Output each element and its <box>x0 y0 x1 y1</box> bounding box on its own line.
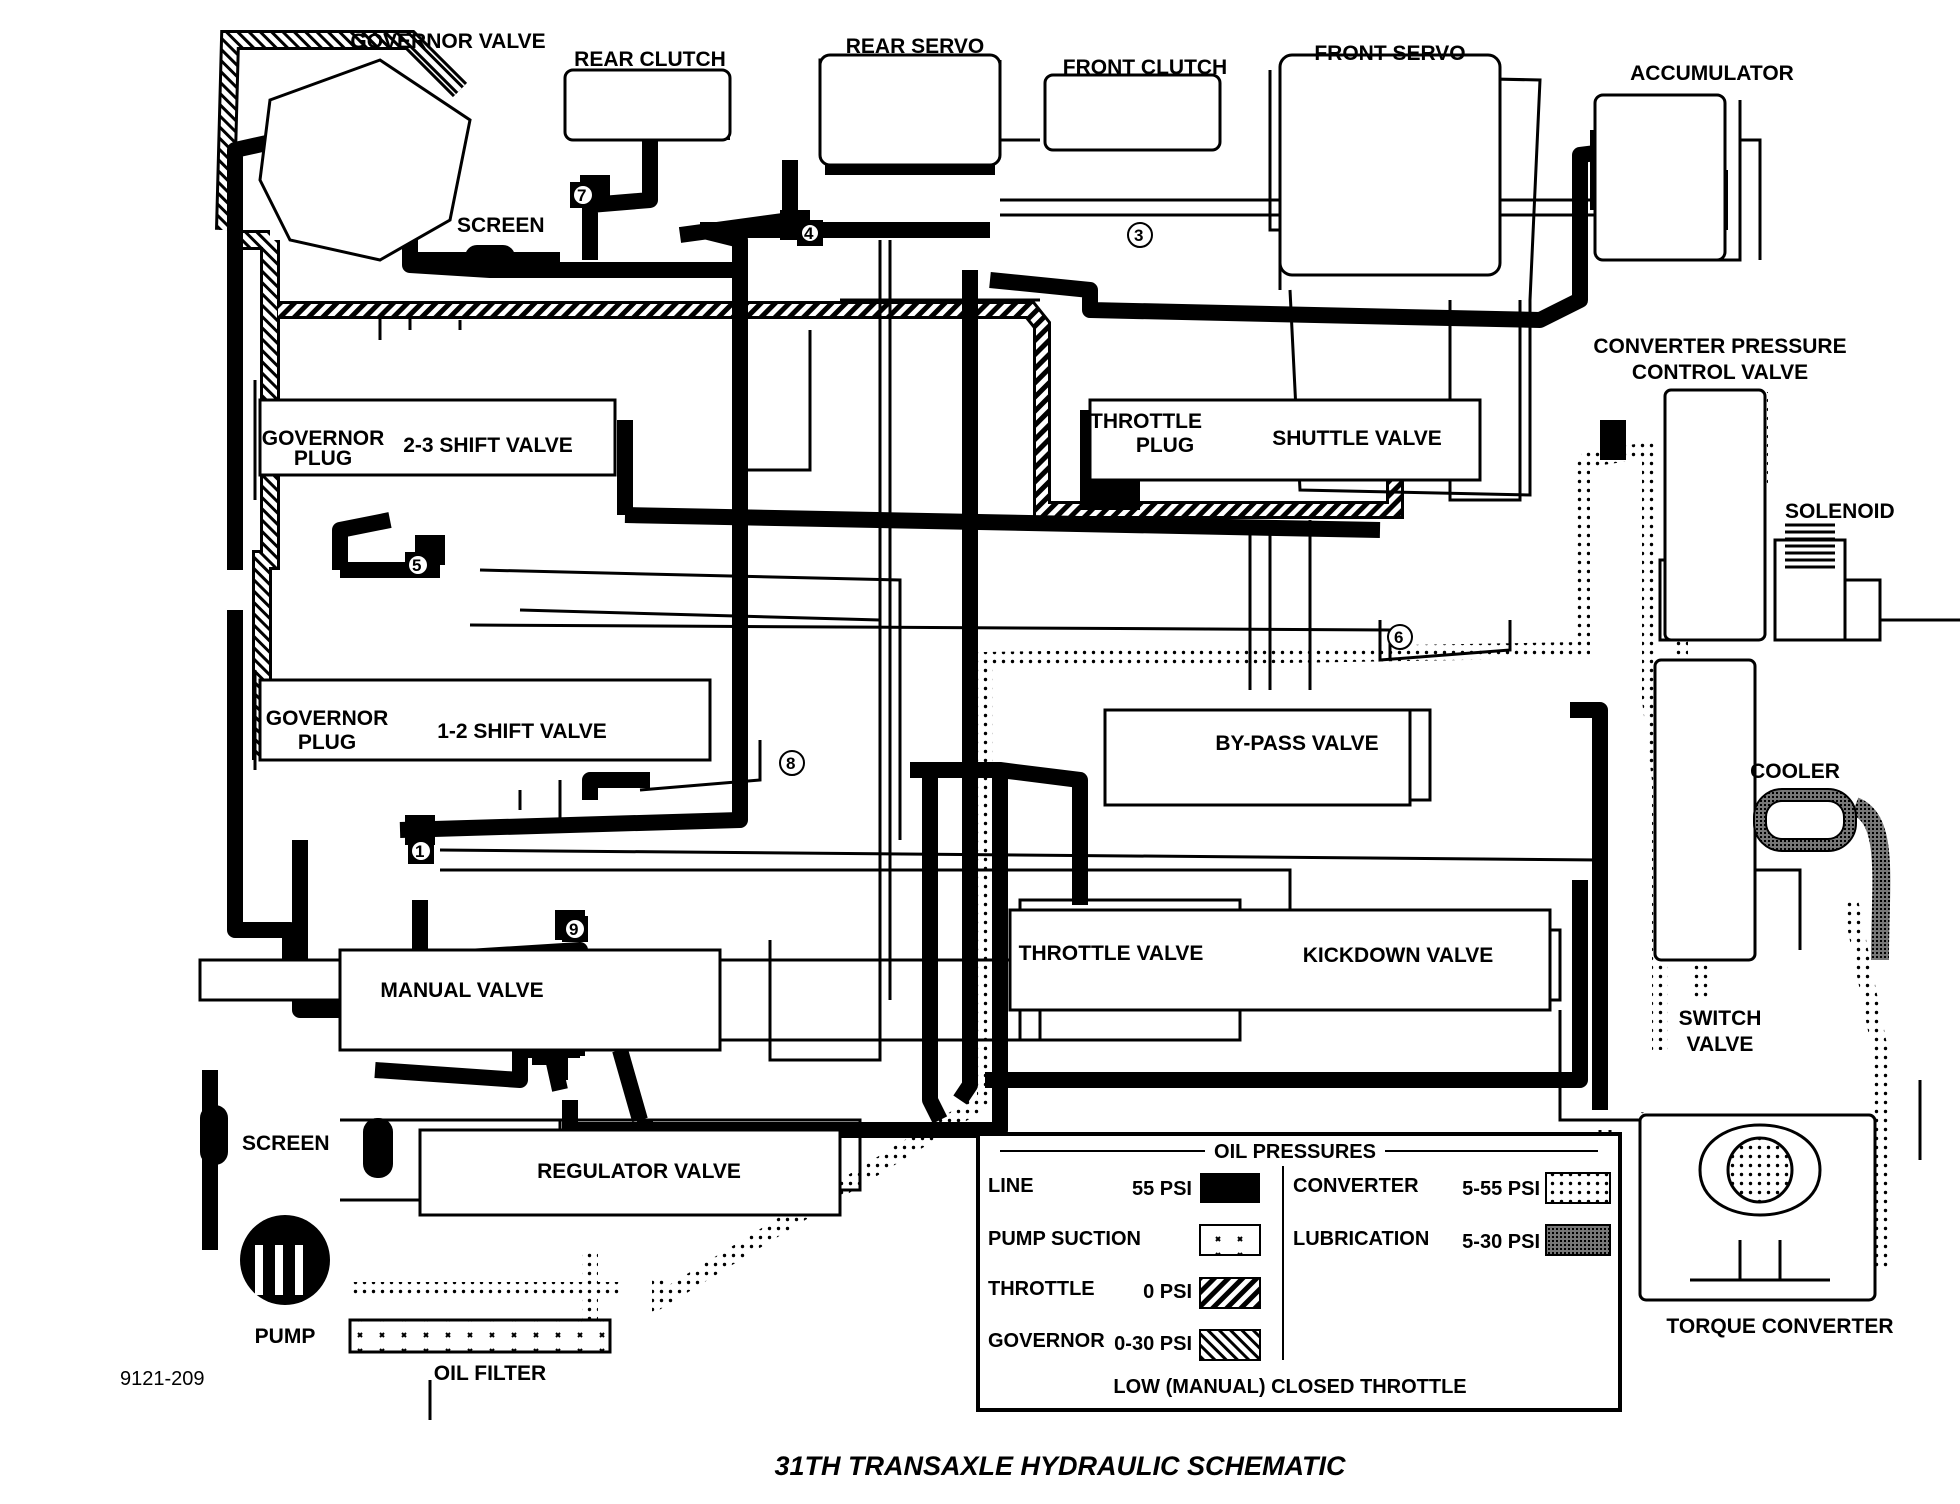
rear-clutch-body <box>563 68 732 142</box>
label-governor-plug-bot-1: GOVERNOR <box>266 707 389 730</box>
label-shuttle-valve: SHUTTLE VALVE <box>1272 427 1442 450</box>
check-ball-1: 1 <box>408 838 434 864</box>
legend-item-line: LINE 55 PSI <box>988 1173 1260 1203</box>
label-governor-plug-top-2: PLUG <box>294 447 352 470</box>
label-governor-plug-bot-2: PLUG <box>298 731 356 754</box>
label-rear-clutch: REAR CLUTCH <box>574 48 726 71</box>
label-cpc-valve-1: CONVERTER PRESSURE <box>1593 335 1846 358</box>
label-switch-valve-1: SWITCH <box>1679 1007 1762 1030</box>
svg-text:CONVERTER: CONVERTER <box>1293 1175 1419 1197</box>
label-switch-valve-2: VALVE <box>1687 1033 1754 1056</box>
front-servo-body <box>1278 53 1502 277</box>
torque-converter-internals <box>1690 1123 1830 1282</box>
accumulator-body <box>1593 93 1727 262</box>
screen-bottom-body <box>200 1105 228 1165</box>
label-accumulator: ACCUMULATOR <box>1630 62 1794 85</box>
cpc-valve-body <box>1663 388 1767 642</box>
label-throttle-plug-2: PLUG <box>1136 434 1194 457</box>
svg-text:6: 6 <box>1394 628 1403 647</box>
component-labels: GOVERNOR VALVE REAR CLUTCH REAR SERVO FR… <box>242 30 1895 1385</box>
bypass-valve-body <box>1103 708 1412 807</box>
label-oil-filter: OIL FILTER <box>434 1362 546 1385</box>
check-ball-4: 4 <box>797 220 823 246</box>
regulator-valve-body <box>418 1128 842 1217</box>
svg-text:THROTTLE: THROTTLE <box>988 1278 1095 1300</box>
label-pump: PUMP <box>255 1325 316 1348</box>
torque-converter-body <box>1638 1113 1877 1302</box>
svg-text:5-30 PSI: 5-30 PSI <box>1462 1231 1540 1253</box>
svg-text:0 PSI: 0 PSI <box>1143 1281 1192 1303</box>
shuttle-valve-body <box>1088 398 1482 482</box>
label-screen-top: SCREEN <box>457 214 545 237</box>
cooler-body <box>1753 788 1857 852</box>
throttle-kickdown-body <box>1008 908 1552 1012</box>
check-ball-9: 9 <box>562 916 588 942</box>
lubrication-line <box>1850 797 1891 961</box>
svg-text:55 PSI: 55 PSI <box>1132 1178 1192 1200</box>
check-balls: 7 4 3 5 6 8 1 9 <box>405 182 1413 942</box>
label-governor-valve: GOVERNOR VALVE <box>350 30 545 53</box>
check-ball-3: 3 <box>1127 222 1153 248</box>
label-torque-converter: TORQUE CONVERTER <box>1666 1315 1893 1338</box>
figure-title: 31TH TRANSAXLE HYDRAULIC SCHEMATIC <box>774 1451 1346 1481</box>
manual-valve-body <box>338 948 722 1052</box>
svg-text:0-30 PSI: 0-30 PSI <box>1114 1333 1192 1355</box>
legend-item-lubrication: LUBRICATION 5-30 PSI <box>1293 1224 1611 1256</box>
pump-body <box>240 1215 330 1305</box>
check-ball-5: 5 <box>405 552 431 578</box>
label-cooler: COOLER <box>1750 760 1840 783</box>
legend-item-pump-suction: PUMP SUCTION <box>988 1224 1261 1256</box>
label-throttle-valve: THROTTLE VALVE <box>1019 942 1204 965</box>
governor-valve-body <box>258 58 472 262</box>
svg-text:5: 5 <box>412 556 421 575</box>
label-throttle-plug-1: THROTTLE <box>1090 410 1202 433</box>
legend-item-governor: GOVERNOR 0-30 PSI <box>988 1329 1261 1361</box>
oil-pressures-legend: OIL PRESSURES LINE 55 PSI PUMP SUCTION T… <box>976 1132 1622 1412</box>
legend-item-converter: CONVERTER 5-55 PSI <box>1293 1172 1611 1204</box>
label-front-clutch: FRONT CLUTCH <box>1063 56 1227 79</box>
oil-filter-body <box>348 1318 612 1354</box>
svg-text:1: 1 <box>415 842 424 861</box>
label-shift-12: 1-2 SHIFT VALVE <box>437 720 607 743</box>
label-front-servo: FRONT SERVO <box>1314 42 1465 65</box>
check-ball-7: 7 <box>570 182 596 208</box>
legend-item-throttle: THROTTLE 0 PSI <box>988 1277 1261 1309</box>
line-pressure-lines <box>202 132 1621 1250</box>
legend-heading: OIL PRESSURES <box>1214 1141 1376 1163</box>
label-manual-valve: MANUAL VALVE <box>380 979 543 1002</box>
solenoid-body <box>1773 538 1847 642</box>
valve-bodies <box>198 53 1877 1354</box>
label-regulator-valve: REGULATOR VALVE <box>537 1160 741 1183</box>
label-solenoid: SOLENOID <box>1785 500 1895 523</box>
svg-text:8: 8 <box>786 754 795 773</box>
label-governor-plug-top-1: GOVERNOR <box>262 427 385 450</box>
label-rear-servo: REAR SERVO <box>846 35 984 58</box>
switch-valve-body <box>1653 658 1757 962</box>
label-kickdown-valve: KICKDOWN VALVE <box>1303 944 1494 967</box>
rear-servo-body <box>818 53 1002 167</box>
svg-text:GOVERNOR: GOVERNOR <box>988 1330 1105 1352</box>
svg-text:LINE: LINE <box>988 1175 1034 1197</box>
label-cpc-valve-2: CONTROL VALVE <box>1632 361 1808 384</box>
check-ball-8: 8 <box>779 750 805 776</box>
label-bypass-valve: BY-PASS VALVE <box>1215 732 1378 755</box>
label-screen-bottom: SCREEN <box>242 1132 330 1155</box>
check-ball-6: 6 <box>1387 624 1413 650</box>
shift-12-body <box>258 678 712 762</box>
label-shift-23: 2-3 SHIFT VALVE <box>403 434 573 457</box>
svg-text:3: 3 <box>1134 226 1143 245</box>
front-clutch-body <box>1043 73 1222 152</box>
svg-text:4: 4 <box>804 224 814 243</box>
solenoid-coil <box>1785 523 1835 569</box>
figure-code: 9121-209 <box>120 1368 205 1390</box>
shift-23-body <box>258 398 617 477</box>
screen-top-body <box>465 245 515 271</box>
legend-footer: LOW (MANUAL) CLOSED THROTTLE <box>1113 1376 1466 1398</box>
svg-text:7: 7 <box>577 186 586 205</box>
svg-text:5-55 PSI: 5-55 PSI <box>1462 1178 1540 1200</box>
svg-text:PUMP SUCTION: PUMP SUCTION <box>988 1228 1141 1250</box>
svg-text:9: 9 <box>569 920 578 939</box>
svg-text:LUBRICATION: LUBRICATION <box>1293 1228 1429 1250</box>
